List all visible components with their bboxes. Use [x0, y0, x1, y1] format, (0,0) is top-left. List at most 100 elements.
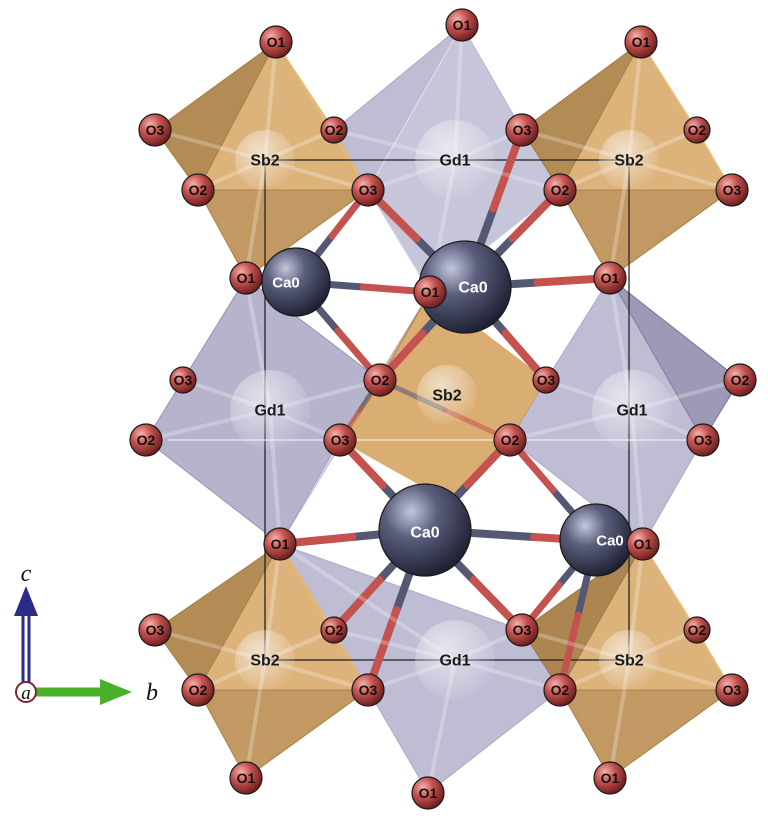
oxygen-atom	[229, 761, 263, 795]
oxygen-atom	[259, 25, 293, 59]
atom-label-sb2: Sb2	[432, 388, 461, 405]
atom-label-o2: O2	[137, 432, 156, 448]
atom-label-o2: O2	[688, 622, 707, 638]
atom-label-o3: O3	[359, 682, 378, 698]
oxygen-atom	[351, 173, 385, 207]
gd1-octahedron-shade	[609, 277, 741, 441]
oxygen-atom	[624, 25, 658, 59]
atom-label-o3: O3	[694, 432, 713, 448]
atom-label-o2: O2	[551, 682, 570, 698]
oxygen-atom	[363, 363, 397, 397]
oxygen-atom	[320, 116, 348, 144]
oxygen-atom	[715, 173, 749, 207]
oxygen-atom	[543, 673, 577, 707]
atom-label-o3: O3	[331, 432, 350, 448]
atom-label-o2: O2	[325, 622, 344, 638]
oxygen-atom	[320, 616, 348, 644]
oxygen-atom	[593, 261, 627, 295]
axis-indicator: c a b	[14, 561, 158, 706]
axis-label-c: c	[21, 561, 32, 587]
oxygen-atom	[543, 173, 577, 207]
atom-label-o1: O1	[453, 17, 472, 33]
oxygen-atom	[263, 527, 297, 561]
oxygen-atom	[593, 761, 627, 795]
ca0-atom	[378, 483, 472, 577]
oxygen-atom	[505, 613, 539, 647]
atom-label-o3: O3	[513, 122, 532, 138]
atom-label-o3: O3	[146, 122, 165, 138]
sb2-octahedron-shade	[559, 689, 734, 779]
oxygen-atom	[413, 275, 447, 309]
axis-label-b: b	[146, 680, 158, 706]
atom-label-ca0: Ca0	[410, 525, 439, 542]
oxygen-atom	[181, 673, 215, 707]
atom-label-o2: O2	[501, 432, 520, 448]
atom-label-o2: O2	[688, 122, 707, 138]
atom-label-o2: O2	[189, 182, 208, 198]
oxygen-atom	[411, 776, 445, 810]
atom-label-ca0: Ca0	[596, 532, 624, 549]
atom-label-o2: O2	[189, 682, 208, 698]
atom-label-o3: O3	[513, 622, 532, 638]
gd1-atom	[592, 370, 672, 450]
sb2-atom	[599, 130, 659, 190]
atom-label-o3: O3	[537, 372, 556, 388]
atom-label-ca0: Ca0	[458, 280, 487, 297]
oxygen-atom	[138, 613, 172, 647]
atom-label-o2: O2	[325, 122, 344, 138]
sb2-octahedron-shade	[154, 41, 277, 191]
oxygen-atom	[715, 673, 749, 707]
atom-label-o1: O1	[267, 34, 286, 50]
atom-label-o1: O1	[419, 785, 438, 801]
atom-label-o3: O3	[174, 372, 193, 388]
atom-label-sb2: Sb2	[250, 653, 279, 670]
atom-label-o3: O3	[146, 622, 165, 638]
oxygen-atom	[169, 366, 197, 394]
oxygen-atom	[323, 423, 357, 457]
sb2-atom	[235, 130, 295, 190]
oxygen-atom	[505, 113, 539, 147]
gd1-atom	[415, 620, 495, 700]
oxygen-atom	[683, 116, 711, 144]
sb2-octahedron-shade	[197, 689, 370, 779]
atom-label-o1: O1	[237, 770, 256, 786]
atom-label-o3: O3	[723, 182, 742, 198]
oxygen-atom	[683, 616, 711, 644]
atom-label-gd1: Gd1	[254, 403, 285, 420]
oxygen-atom	[493, 423, 527, 457]
oxygen-atom	[626, 527, 660, 561]
sb2-octahedron-light	[642, 543, 733, 691]
atom-label-o1: O1	[632, 34, 651, 50]
sb2-atom	[235, 630, 295, 690]
oxygen-atom	[686, 423, 720, 457]
sb2-octahedron-shade	[559, 189, 734, 279]
oxygen-atom	[532, 366, 560, 394]
oxygen-atom	[723, 363, 757, 397]
atom-label-sb2: Sb2	[614, 153, 643, 170]
gd1-atom	[415, 120, 495, 200]
atom-label-o2: O2	[731, 372, 750, 388]
atom-label-gd1: Gd1	[439, 653, 470, 670]
atom-label-o1: O1	[634, 536, 653, 552]
atom-label-o3: O3	[723, 682, 742, 698]
sb2-atom	[599, 630, 659, 690]
atom-label-gd1: Gd1	[439, 153, 470, 170]
axis-label-a: a	[21, 683, 31, 704]
atom-label-o2: O2	[371, 372, 390, 388]
atom-label-sb2: Sb2	[614, 653, 643, 670]
atom-label-o2: O2	[551, 182, 570, 198]
oxygen-atom	[129, 423, 163, 457]
oxygen-atom	[351, 673, 385, 707]
atom-label-ca0: Ca0	[272, 274, 300, 291]
atom-label-o1: O1	[601, 770, 620, 786]
sb2-octahedron-shade	[154, 543, 281, 691]
sb2-octahedron-shade	[197, 189, 370, 279]
atom-label-sb2: Sb2	[250, 153, 279, 170]
sb2-octahedron-light	[640, 41, 733, 191]
oxygen-atom	[445, 8, 479, 42]
c-axis-arrowhead	[14, 586, 38, 616]
atom-label-o1: O1	[601, 270, 620, 286]
atom-label-o1: O1	[271, 536, 290, 552]
